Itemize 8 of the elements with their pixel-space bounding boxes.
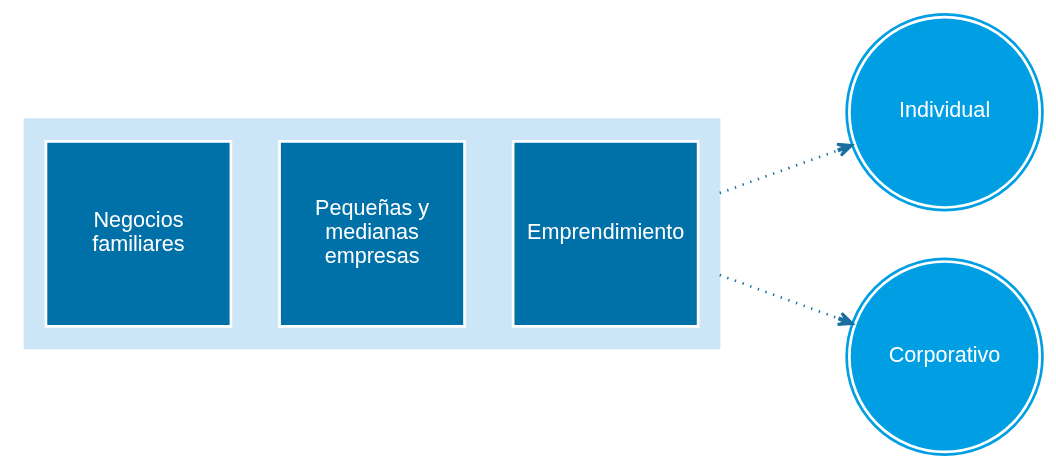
node-box: Negocios familiares bbox=[44, 139, 233, 328]
arrow bbox=[719, 273, 854, 326]
node-circle: Individual bbox=[845, 12, 1044, 212]
arrow bbox=[719, 142, 854, 194]
node-circle: Corporativo bbox=[845, 256, 1044, 456]
cluster bbox=[23, 117, 721, 349]
node-box: Emprendimiento bbox=[511, 139, 700, 328]
node-box: Pequeñas y medianas empresas bbox=[278, 139, 466, 328]
